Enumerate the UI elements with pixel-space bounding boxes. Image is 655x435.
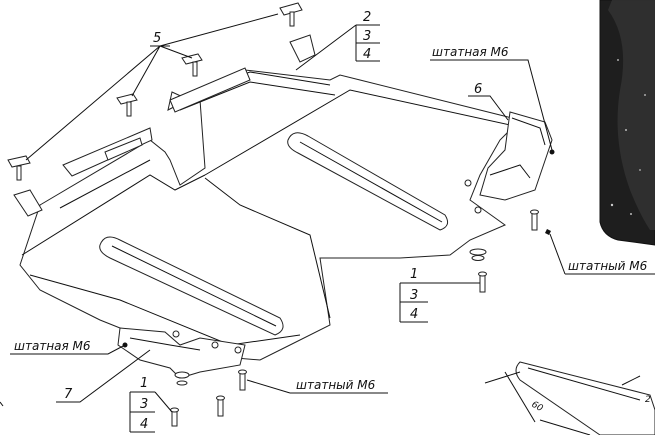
leader-nut-left bbox=[10, 344, 126, 355]
callout-1-mid: 1 bbox=[410, 267, 418, 282]
edge-mark bbox=[0, 401, 4, 407]
slot-right bbox=[287, 132, 449, 231]
leader-7 bbox=[56, 349, 151, 403]
slot-left bbox=[99, 236, 284, 336]
note-bolt-bottom: штатный М6 bbox=[296, 378, 376, 392]
pins-5 bbox=[7, 2, 303, 181]
dim-width: 2 bbox=[645, 395, 651, 405]
callout-7: 7 bbox=[64, 387, 73, 402]
detail-bracket bbox=[484, 361, 655, 435]
note-bolt-right: штатный М6 bbox=[568, 259, 648, 273]
fasteners bbox=[170, 209, 551, 427]
bracket-6 bbox=[464, 111, 555, 214]
leader-bolt-right bbox=[549, 233, 655, 275]
callout-4-mid: 4 bbox=[410, 307, 418, 322]
dim-length: 60 bbox=[530, 400, 545, 414]
front-tabs bbox=[13, 34, 316, 217]
callout-3-mid: 3 bbox=[410, 288, 418, 303]
note-nut-left: штатная М6 bbox=[14, 339, 91, 353]
skid-plate bbox=[19, 69, 521, 361]
callout-4-bottom: 4 bbox=[140, 417, 148, 432]
leader-nut-top bbox=[430, 59, 553, 151]
leader-6 bbox=[468, 95, 509, 121]
callout-3-top: 3 bbox=[363, 29, 371, 44]
callout-2: 2 bbox=[363, 10, 371, 25]
photo-inset bbox=[599, 0, 655, 246]
callout-5: 5 bbox=[153, 31, 161, 46]
bracket-7 bbox=[117, 327, 246, 379]
callout-4-top: 4 bbox=[363, 47, 371, 62]
leader-bolt-bottom bbox=[246, 379, 388, 394]
callout-1-bottom: 1 bbox=[140, 376, 148, 391]
callout-3-bottom: 3 bbox=[140, 397, 148, 412]
callout-stack-bottom: 1 3 4 bbox=[129, 376, 173, 433]
callout-stack-top: 2 3 4 bbox=[295, 10, 380, 71]
callout-stack-mid: 1 3 4 bbox=[399, 267, 480, 323]
callout-6: 6 bbox=[474, 82, 482, 97]
note-nut-top: штатная М6 bbox=[432, 45, 509, 59]
leader-5 bbox=[25, 13, 279, 161]
